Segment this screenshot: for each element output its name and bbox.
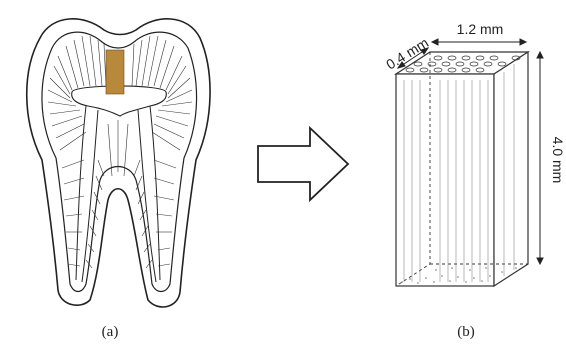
height-label: 4.0 mm: [550, 137, 566, 184]
tooth-illustration: [27, 19, 210, 307]
arrow-icon: [258, 128, 348, 200]
sample-strip: [106, 50, 124, 94]
block-side-face: [494, 52, 528, 286]
caption-a: (a): [102, 324, 119, 340]
width-label: 1.2 mm: [457, 21, 504, 37]
block-front-face: [396, 74, 494, 286]
caption-b: (b): [457, 324, 475, 340]
specimen-block: [396, 52, 528, 286]
